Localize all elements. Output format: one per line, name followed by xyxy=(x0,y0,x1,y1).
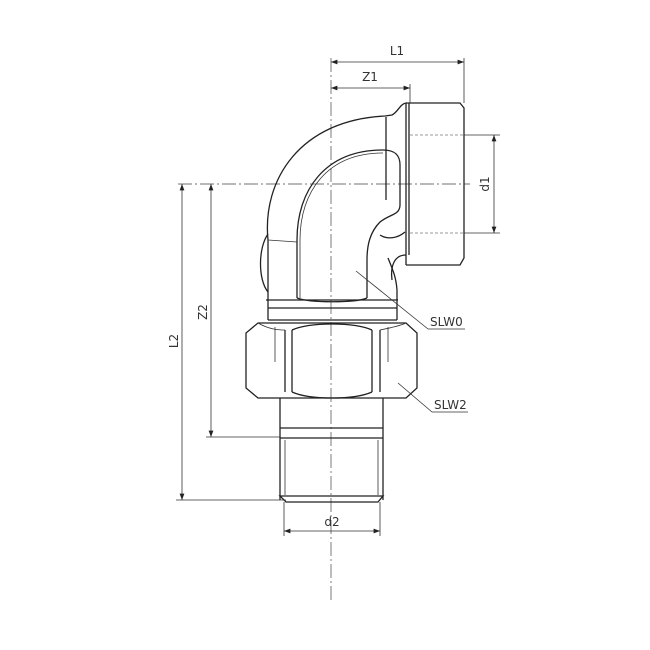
dimension-l2: L2 xyxy=(167,184,286,501)
elbow-body xyxy=(259,102,407,321)
callout-slw2: SLW2 xyxy=(397,382,468,413)
dimension-z1: Z1 xyxy=(331,70,411,103)
dimension-label-l1: L1 xyxy=(390,44,404,58)
side-boss xyxy=(259,233,269,293)
dimension-l1: L1 xyxy=(331,44,465,103)
dimension-label-d1: d1 xyxy=(478,176,492,191)
dimension-label-d2: d2 xyxy=(324,515,339,529)
callout-slw0: SLW0 xyxy=(355,270,465,330)
dimension-label-z1: Z1 xyxy=(362,70,378,84)
hex-nut xyxy=(245,322,418,399)
dimension-label-z2: Z2 xyxy=(196,304,210,320)
dimension-label-l2: L2 xyxy=(167,334,181,348)
dimension-d1: d1 xyxy=(464,134,500,234)
dimension-z2: Z2 xyxy=(196,184,280,438)
dimension-d2: d2 xyxy=(283,502,381,536)
callout-label-slw2: SLW2 xyxy=(434,398,467,412)
flange-end xyxy=(390,102,465,281)
callout-label-slw0: SLW0 xyxy=(430,315,463,329)
threaded-spigot xyxy=(278,398,385,503)
